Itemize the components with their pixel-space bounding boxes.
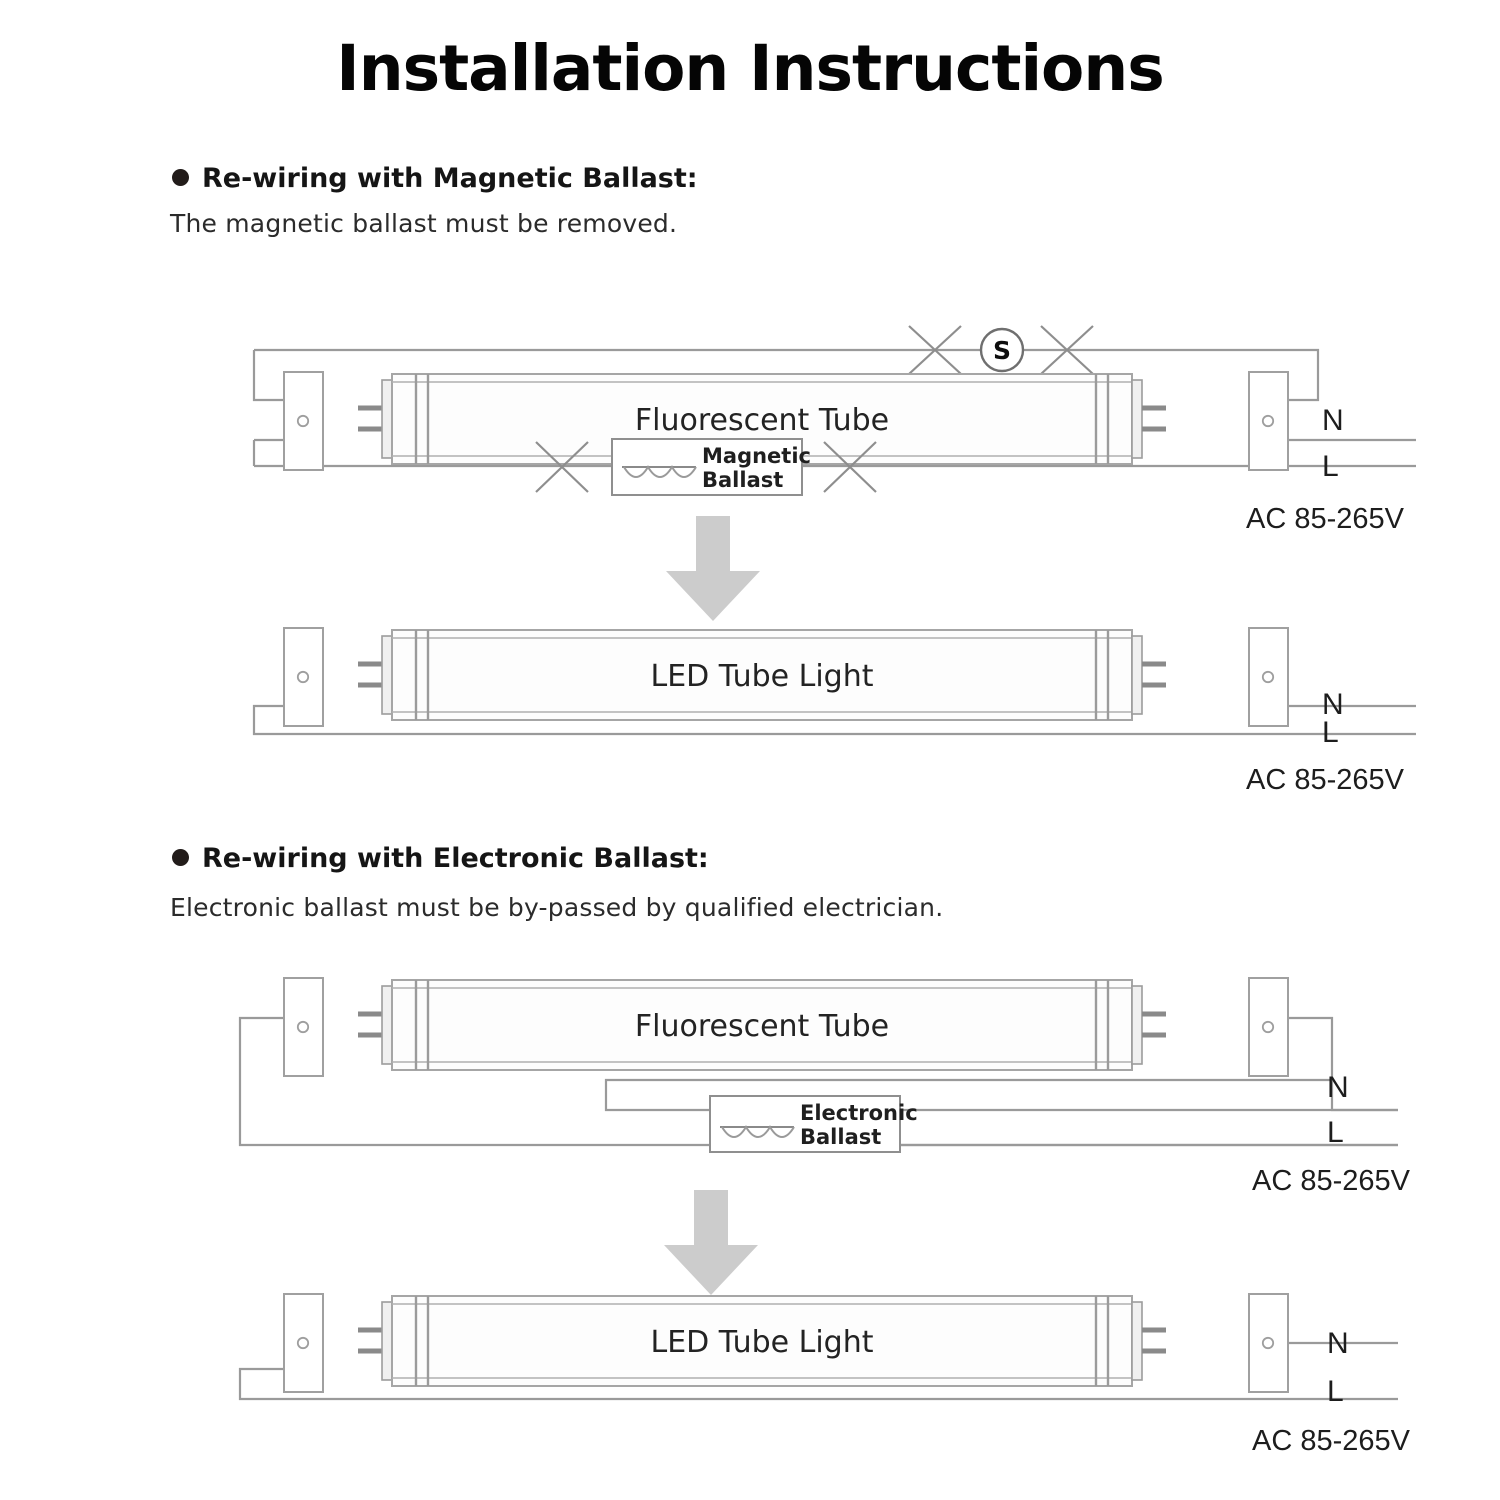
lamp-holder-right <box>1248 977 1289 1077</box>
led-tube: LED Tube Light <box>358 1295 1166 1387</box>
supply-label-1: AC 85-265V <box>1246 503 1404 535</box>
fluorescent-tube-label-2: Fluorescent Tube <box>635 1009 889 1044</box>
starter-symbol-label: S <box>993 336 1011 365</box>
electronic-ballast: Electronic Ballast <box>709 1095 918 1153</box>
transition-arrow-2 <box>661 1190 761 1296</box>
diagram-magnetic-after: LED Tube Light <box>236 614 1436 754</box>
section-subtext-magnetic: The magnetic ballast must be removed. <box>170 209 678 238</box>
lamp-holder-right <box>1248 371 1289 471</box>
diagram-magnetic-before: S <box>236 312 1436 522</box>
electronic-ballast-label-line1: Electronic <box>800 1101 918 1125</box>
section-subtext-electronic: Electronic ballast must be by-passed by … <box>170 893 944 922</box>
diagram-electronic-before: Fluorescent Tube Electronic Ballast <box>228 970 1448 1170</box>
live-label-4: L <box>1327 1375 1344 1408</box>
section-heading-electronic-label: Re-wiring with Electronic Ballast: <box>202 843 709 874</box>
magnetic-ballast-label-line1: Magnetic <box>702 444 811 468</box>
supply-label-4: AC 85-265V <box>1252 1425 1410 1457</box>
live-label-1: L <box>1322 450 1339 483</box>
lamp-holder-left <box>283 977 324 1077</box>
bullet-dot-icon <box>172 169 189 186</box>
section-heading-magnetic: Re-wiring with Magnetic Ballast: <box>172 163 698 194</box>
neutral-label-1: N <box>1322 404 1344 437</box>
electronic-ballast-label-line2: Ballast <box>800 1125 881 1149</box>
supply-label-2: AC 85-265V <box>1246 764 1404 796</box>
ballast-cross-left-icon <box>535 441 589 493</box>
lamp-holder-right <box>1248 1293 1289 1393</box>
lamp-holder-left <box>283 627 324 727</box>
section-heading-magnetic-label: Re-wiring with Magnetic Ballast: <box>202 163 698 194</box>
live-label-3: L <box>1327 1116 1344 1149</box>
ballast-cross-right-icon <box>823 441 877 493</box>
led-tube: LED Tube Light <box>358 629 1166 721</box>
neutral-label-3: N <box>1327 1071 1349 1104</box>
starter-symbol-icon <box>979 327 1025 373</box>
magnetic-ballast: Magnetic Ballast <box>611 438 811 496</box>
fluorescent-tube-label: Fluorescent Tube <box>635 403 889 438</box>
magnetic-ballast-label-line2: Ballast <box>702 468 783 492</box>
bullet-dot-icon-2 <box>172 849 189 866</box>
diagram-electronic-after: LED Tube Light <box>228 1277 1448 1417</box>
section-heading-electronic: Re-wiring with Electronic Ballast: <box>172 843 709 874</box>
live-label-2: L <box>1322 716 1339 749</box>
starter-cross-left-icon <box>908 325 962 375</box>
starter-cross-right-icon <box>1040 325 1094 375</box>
page-title: Installation Instructions <box>336 32 1164 105</box>
fluorescent-tube: Fluorescent Tube <box>358 979 1166 1071</box>
neutral-label-4: N <box>1327 1327 1349 1360</box>
lamp-holder-right <box>1248 627 1289 727</box>
neutral-label-2: N <box>1322 688 1344 721</box>
led-tube-label-2: LED Tube Light <box>651 1325 874 1360</box>
led-tube-label: LED Tube Light <box>651 659 874 694</box>
supply-label-3: AC 85-265V <box>1252 1165 1410 1197</box>
lamp-holder-left <box>283 1293 324 1393</box>
transition-arrow-1 <box>663 516 763 622</box>
lamp-holder-left <box>283 371 324 471</box>
